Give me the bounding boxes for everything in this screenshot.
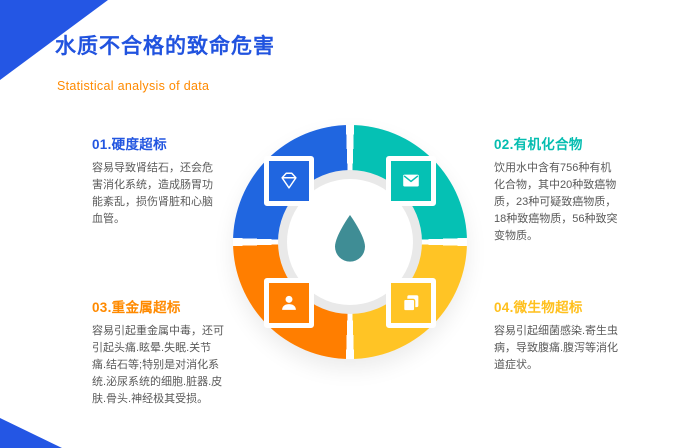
- segment-tab-organic: [386, 156, 436, 206]
- segment-tab-hardness: [264, 156, 314, 206]
- section-microbe-title: 04.微生物超标: [494, 300, 583, 315]
- corner-triangle-bottom-left: [0, 418, 62, 448]
- section-microbe-body: 容易引起细菌感染.寄生虫病，导致腹痛.腹泻等消化道症状。: [494, 325, 619, 372]
- page-title: 水质不合格的致命危害: [55, 35, 275, 58]
- section-heavy-metal-body: 容易引起重金属中毒，还可引起头痛.眩晕.失眠.关节痛.结石等;特别是对消化系统.…: [92, 325, 224, 406]
- section-organic: 02.有机化合物 饮用水中含有756种有机化合物，其中20种致癌物质，23种可疑…: [494, 133, 620, 245]
- section-organic-body: 饮用水中含有756种有机化合物，其中20种致癌物质，23种可疑致癌物质，18种致…: [494, 162, 618, 243]
- gem-icon: [278, 170, 300, 192]
- section-heavy-metal: 03.重金属超标 容易引起重金属中毒，还可引起头痛.眩晕.失眠.关节痛.结石等;…: [92, 296, 224, 408]
- water-drop-icon: [335, 215, 365, 262]
- mail-icon: [400, 170, 422, 192]
- section-hardness: 01.硬度超标 容易导致肾结石，还会危害消化系统，造成肠胃功能紊乱，损伤肾脏和心…: [92, 133, 220, 228]
- water-quality-donut-diagram: [233, 125, 467, 359]
- segment-tab-microbe: [386, 278, 436, 328]
- section-organic-title: 02.有机化合物: [494, 137, 583, 152]
- copy-icon: [400, 292, 422, 314]
- section-hardness-title: 01.硬度超标: [92, 137, 167, 152]
- section-microbe: 04.微生物超标 容易引起细菌感染.寄生虫病，导致腹痛.腹泻等消化道症状。: [494, 296, 622, 374]
- section-hardness-body: 容易导致肾结石，还会危害消化系统，造成肠胃功能紊乱，损伤肾脏和心脑血管。: [92, 162, 213, 226]
- section-heavy-metal-title: 03.重金属超标: [92, 300, 181, 315]
- person-icon: [278, 292, 300, 314]
- segment-tab-heavy-metal: [264, 278, 314, 328]
- page-subtitle: Statistical analysis of data: [57, 79, 210, 93]
